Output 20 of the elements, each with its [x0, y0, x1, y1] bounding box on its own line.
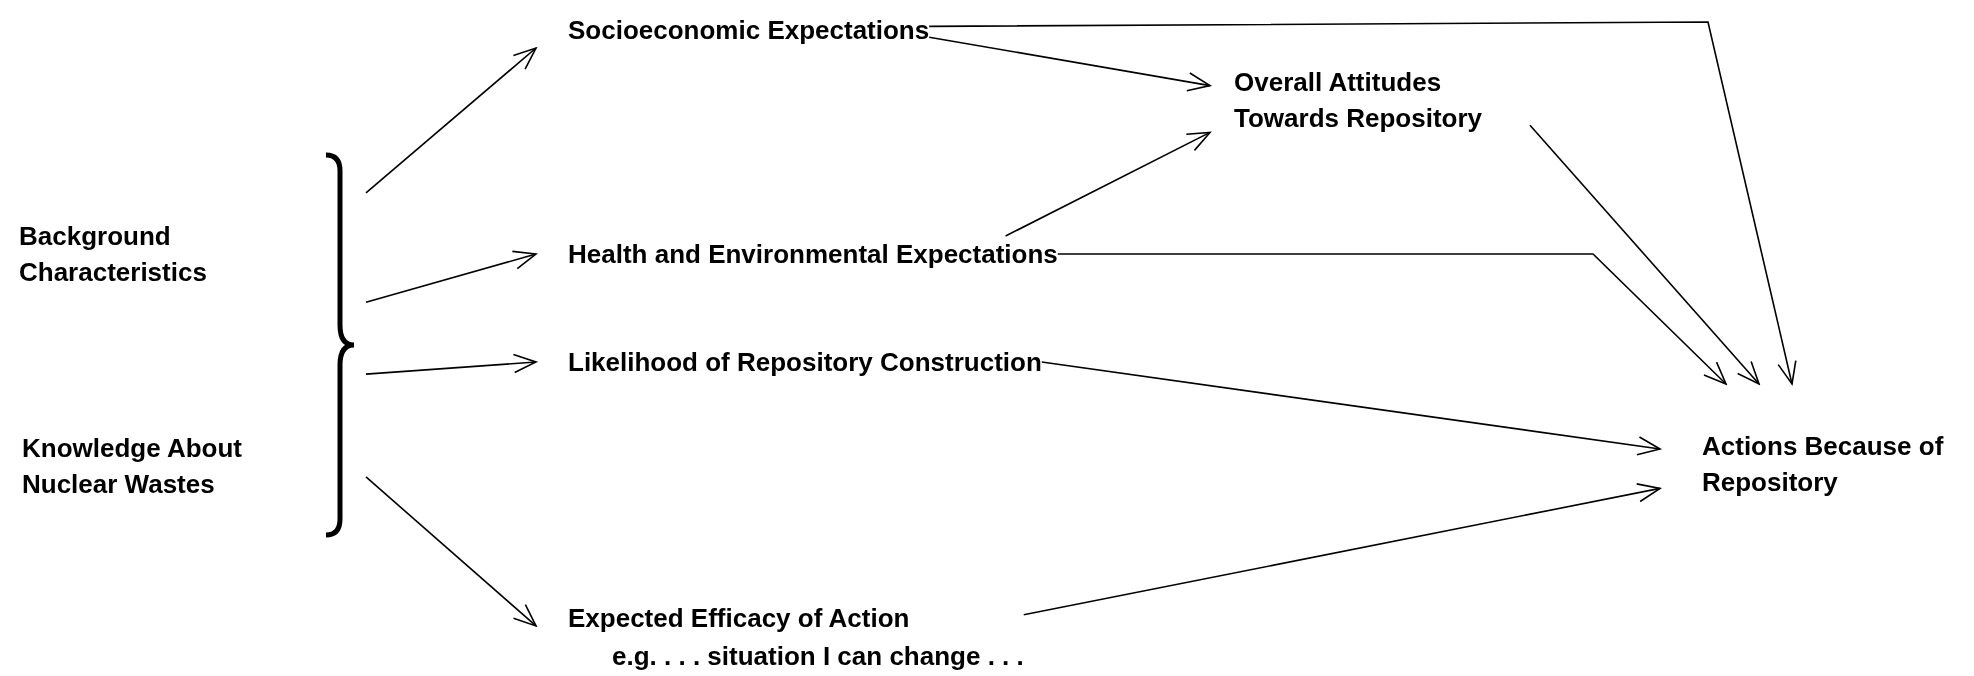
concept-label: Health and Environmental Expectations — [568, 238, 1058, 271]
arrow — [1057, 253, 1727, 385]
arrow — [365, 47, 537, 194]
arrow — [1022, 483, 1661, 616]
concept-label: Knowledge About Nuclear Wastes — [22, 432, 243, 501]
arrow — [928, 36, 1211, 92]
arrow — [365, 476, 537, 627]
arrow — [1041, 361, 1661, 456]
arrow — [928, 21, 1797, 385]
concept-label: Likelihood of Repository Construction — [568, 346, 1042, 379]
concept-label: Actions Because of Repository — [1702, 430, 1945, 499]
arrow — [1004, 131, 1211, 237]
arrow — [1529, 124, 1760, 385]
concept-label: Socioeconomic Expectations — [568, 14, 930, 47]
example-note: e.g. . . . situation I can change . . . — [611, 640, 1024, 673]
concept-label: Expected Efficacy of Action — [568, 602, 911, 635]
concept-label: Background Characteristics — [19, 220, 208, 289]
arrow — [365, 250, 537, 304]
concept-label: Overall Attitudes Towards Repository — [1234, 66, 1483, 135]
arrow — [365, 353, 537, 375]
